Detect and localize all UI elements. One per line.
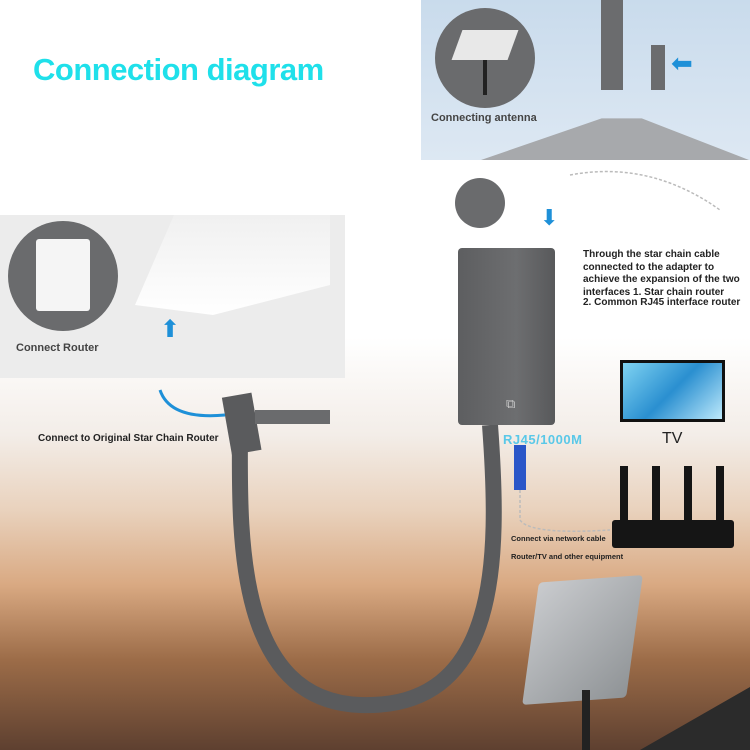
arrow-down-icon: ⬇ xyxy=(540,205,559,230)
mast-image xyxy=(601,0,623,90)
starlink-dish-image xyxy=(522,575,643,705)
network-cable-label: Connect via network cable xyxy=(511,534,606,543)
equipment-label: Router/TV and other equipment xyxy=(511,552,624,561)
dish-circle-image xyxy=(435,8,535,108)
adapter-box: ⧉ xyxy=(458,248,555,425)
tv-image xyxy=(620,360,725,422)
router-circle-image xyxy=(8,221,118,331)
arrow-icon: ⬅ xyxy=(671,48,693,78)
connector-circle-image xyxy=(455,178,505,228)
original-router-callout: Connect to Original Star Chain Router xyxy=(38,433,219,444)
router-label: Connect Router xyxy=(16,342,99,354)
tv-label: TV xyxy=(662,430,683,447)
port-label: RJ45/1000M xyxy=(503,432,583,447)
router-panel: ⬆ Connect Router xyxy=(0,215,345,378)
ethernet-port-icon: ⧉ xyxy=(506,396,516,411)
description-text-2: 2. Common RJ45 interface router xyxy=(583,297,741,308)
arrow-up-icon: ⬆ xyxy=(160,316,181,343)
description-text: Through the star chain cable connected t… xyxy=(583,249,740,298)
antenna-panel: ⬅ Connecting antenna xyxy=(421,0,750,160)
page-title: Connection diagram xyxy=(33,52,324,87)
router-image xyxy=(612,466,734,548)
antenna-label: Connecting antenna xyxy=(431,112,537,124)
dish-mast xyxy=(582,690,590,750)
